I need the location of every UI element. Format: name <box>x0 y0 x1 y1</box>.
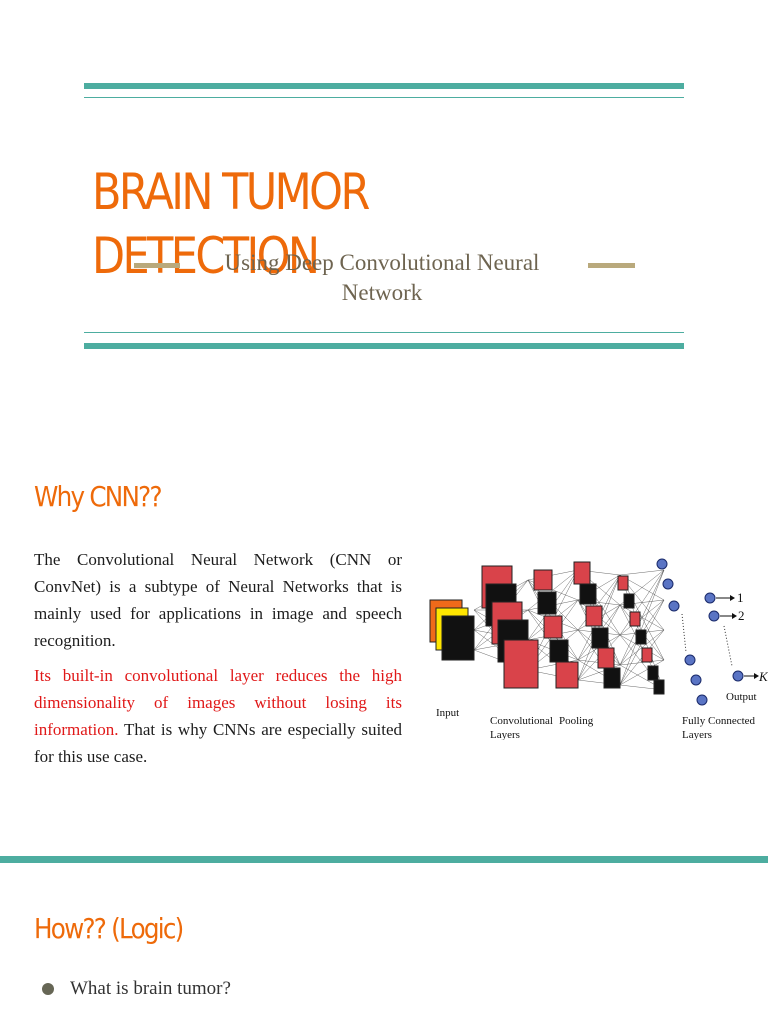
cnn-architecture-diagram: 1 2 K Input Convolutional Layers Pooling… <box>429 558 768 740</box>
arrow-head <box>732 613 737 619</box>
output-node <box>732 670 744 682</box>
diagram-label-pooling: Pooling <box>559 715 594 727</box>
fc-node <box>684 654 696 666</box>
small-map <box>641 647 653 663</box>
fc-node <box>696 694 708 706</box>
diagram-label-output: Output <box>726 691 757 703</box>
connection-line <box>577 574 621 631</box>
small-map <box>653 679 665 695</box>
arrow-head <box>754 673 759 679</box>
input-black-map <box>441 615 475 661</box>
pooling-map <box>573 561 591 585</box>
pooling-map <box>591 627 609 649</box>
slide-divider <box>0 856 768 863</box>
bottom-thin-rule <box>84 332 684 333</box>
conv2-map <box>533 569 553 591</box>
fc-node <box>690 674 702 686</box>
bottom-thick-rule <box>84 343 684 349</box>
connection-line <box>619 659 665 686</box>
output-node <box>704 592 716 604</box>
section-heading: Why CNN?? <box>34 480 163 513</box>
list-item: What is brain tumor? <box>42 978 231 1000</box>
diagram-label-conv-2: Layers <box>490 729 520 740</box>
connection-line <box>619 569 665 636</box>
highlight-text: Its built-in convolutional layer reduces… <box>34 666 402 739</box>
bullet-icon <box>42 983 54 995</box>
output-node <box>708 610 720 622</box>
connection-line <box>619 569 665 666</box>
title-slide: BRAIN TUMOR DETECTION Using Deep Convolu… <box>0 0 768 410</box>
output-label-k: K <box>758 669 768 684</box>
how-slide: How?? (Logic) What is brain tumor? <box>0 866 768 1024</box>
connection-line <box>619 569 665 576</box>
section-heading: How?? (Logic) <box>34 912 184 945</box>
small-map <box>623 593 635 609</box>
fc-node <box>668 600 680 612</box>
small-map <box>617 575 629 591</box>
slide-subtitle: Using Deep Convolutional Neural Network <box>224 250 540 305</box>
conv-map <box>503 639 539 689</box>
conv2-map <box>549 639 569 663</box>
small-map <box>629 611 641 627</box>
diagram-label-input: Input <box>436 707 459 719</box>
diagram-label-conv: Convolutional <box>490 715 553 727</box>
pooling-map <box>585 605 603 627</box>
output-label-2: 2 <box>738 608 745 623</box>
why-cnn-slide: Why CNN?? The Convolutional Neural Netwo… <box>0 410 768 856</box>
pooling-map <box>579 583 597 605</box>
diagram-label-fc-2: Layers <box>682 729 712 740</box>
top-thick-rule <box>84 83 684 89</box>
conv2-map <box>555 661 579 689</box>
subtitle-right-dash <box>588 263 635 268</box>
paragraph-reason: Its built-in convolutional layer reduces… <box>34 662 402 770</box>
paragraph-definition: The Convolutional Neural Network (CNN or… <box>34 550 402 650</box>
connection-line <box>527 569 579 611</box>
top-thin-rule <box>84 97 684 98</box>
slide-title: BRAIN TUMOR DETECTION <box>92 163 370 285</box>
pooling-map <box>603 667 621 689</box>
arrow-head <box>730 595 735 601</box>
bullet-text: What is brain tumor? <box>70 978 231 999</box>
output-dots <box>723 625 733 667</box>
fc-node <box>656 558 668 570</box>
fc-node <box>662 578 674 590</box>
small-map <box>635 629 647 645</box>
fc-dots <box>681 613 687 653</box>
reason-text: That is why CNNs are especially suited f… <box>34 720 402 766</box>
output-label-1: 1 <box>737 590 744 605</box>
conv2-map <box>543 615 563 639</box>
why-cnn-body: The Convolutional Neural Network (CNN or… <box>34 546 402 778</box>
connection-line <box>619 569 665 686</box>
pooling-map <box>597 647 615 669</box>
conv2-map <box>537 591 557 615</box>
diagram-label-fc: Fully Connected <box>682 715 756 727</box>
fc-node-group <box>656 558 744 706</box>
subtitle-left-dash <box>134 263 180 268</box>
small-map <box>647 665 659 681</box>
